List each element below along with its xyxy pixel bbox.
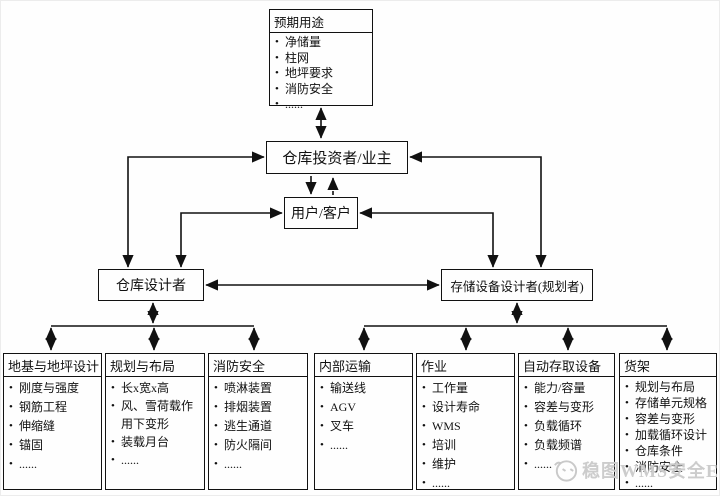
foundation-floor-items: 刚度与强度钢筋工程伸缩缝锚固...... — [4, 379, 101, 474]
list-item: 容差与变形 — [522, 398, 613, 417]
list-item: 柱网 — [273, 51, 371, 67]
list-item: 负载频谱 — [522, 436, 613, 455]
racking-items: 规划与布局存储单元规格容差与变形加载循环设计仓库条件消防安全...... — [620, 379, 716, 491]
list-item: 刚度与强度 — [7, 379, 100, 398]
list-item: 消防安全 — [273, 82, 371, 98]
list-item: 地坪要求 — [273, 66, 371, 82]
list-item: 叉车 — [318, 417, 411, 436]
list-item: 工作量 — [420, 379, 513, 398]
list-item: ...... — [522, 455, 613, 474]
list-item: 存储单元规格 — [623, 395, 715, 411]
list-item: 能力/容量 — [522, 379, 613, 398]
list-item: 伸缩缝 — [7, 417, 100, 436]
racking-title: 货架 — [620, 354, 716, 377]
intended-use-title: 预期用途 — [270, 10, 372, 33]
list-item: 防火隔间 — [212, 436, 306, 455]
connector-investor-warehousedesigner — [122, 151, 265, 268]
list-item: 风、雪荷载作用下变形 — [109, 397, 203, 433]
list-item: 净储量 — [273, 35, 371, 51]
smiley-face-icon — [554, 460, 578, 482]
intended-use-items: 净储量柱网地坪要求消防安全...... — [270, 35, 372, 113]
list-item: 仓库条件 — [623, 443, 715, 459]
watermark: 稳图WMS安全E — [551, 453, 719, 487]
foundation-floor-title: 地基与地坪设计 — [4, 354, 101, 377]
planning-layout-items: 长x宽x高风、雪荷载作用下变形装载月台...... — [106, 379, 204, 469]
racking-box: 货架 规划与布局存储单元规格容差与变形加载循环设计仓库条件消防安全...... — [619, 353, 717, 491]
watermark-text: 稳图WMS安全E — [581, 461, 719, 481]
list-item: 装载月台 — [109, 433, 203, 451]
list-item: 培训 — [420, 436, 513, 455]
planning-layout-title: 规划与布局 — [106, 354, 204, 377]
automated-storage-box: 自动存取设备 能力/容量容差与变形负载循环负载频谱...... — [518, 353, 615, 490]
list-item: ...... — [7, 455, 100, 474]
operations-items: 工作量设计寿命WMS培训维护...... — [417, 379, 514, 493]
storage-designer-box: 存储设备设计者(规划者) — [441, 269, 593, 301]
operations-box: 作业 工作量设计寿命WMS培训维护...... — [416, 353, 515, 493]
connector-user-storagedesigner — [359, 207, 499, 268]
list-item: 设计寿命 — [420, 398, 513, 417]
list-item: 输送线 — [318, 379, 411, 398]
list-item: ...... — [623, 475, 715, 491]
automated-storage-title: 自动存取设备 — [519, 354, 614, 377]
list-item: ...... — [109, 451, 203, 469]
foundation-floor-box: 地基与地坪设计 刚度与强度钢筋工程伸缩缝锚固...... — [3, 353, 102, 490]
warehouse-designer-box: 仓库设计者 — [98, 269, 204, 301]
automated-storage-items: 能力/容量容差与变形负载循环负载频谱...... — [519, 379, 614, 474]
fire-safety-title: 消防安全 — [209, 354, 307, 377]
operations-title: 作业 — [417, 354, 514, 377]
planning-layout-box: 规划与布局 长x宽x高风、雪荷载作用下变形装载月台...... — [105, 353, 205, 490]
list-item: 维护 — [420, 455, 513, 474]
list-item: 加载循环设计 — [623, 427, 715, 443]
internal-transport-items: 输送线AGV叉车...... — [315, 379, 412, 455]
list-item: 排烟装置 — [212, 398, 306, 417]
list-item: 容差与变形 — [623, 411, 715, 427]
list-item: ...... — [420, 474, 513, 493]
list-item: ...... — [273, 97, 371, 113]
list-item: 钢筋工程 — [7, 398, 100, 417]
list-item: 规划与布局 — [623, 379, 715, 395]
list-item: 逃生通道 — [212, 417, 306, 436]
internal-transport-box: 内部运输 输送线AGV叉车...... — [314, 353, 413, 490]
intended-use-box: 预期用途 净储量柱网地坪要求消防安全...... — [269, 9, 373, 112]
connector-investor-storagedesigner — [409, 151, 547, 268]
connector-user-warehousedesigner — [175, 207, 283, 268]
list-item: 锚固 — [7, 436, 100, 455]
fire-safety-box: 消防安全 喷淋装置排烟装置逃生通道防火隔间...... — [208, 353, 308, 490]
list-item: 负载循环 — [522, 417, 613, 436]
list-item: ...... — [212, 455, 306, 474]
list-item: WMS — [420, 417, 513, 436]
internal-transport-title: 内部运输 — [315, 354, 412, 377]
investor-owner-box: 仓库投资者/业主 — [266, 141, 408, 174]
list-item: AGV — [318, 398, 411, 417]
fire-safety-items: 喷淋装置排烟装置逃生通道防火隔间...... — [209, 379, 307, 474]
list-item: ...... — [318, 436, 411, 455]
list-item: 消防安全 — [623, 459, 715, 475]
user-customer-box: 用户/客户 — [284, 197, 358, 229]
list-item: 长x宽x高 — [109, 379, 203, 397]
list-item: 喷淋装置 — [212, 379, 306, 398]
